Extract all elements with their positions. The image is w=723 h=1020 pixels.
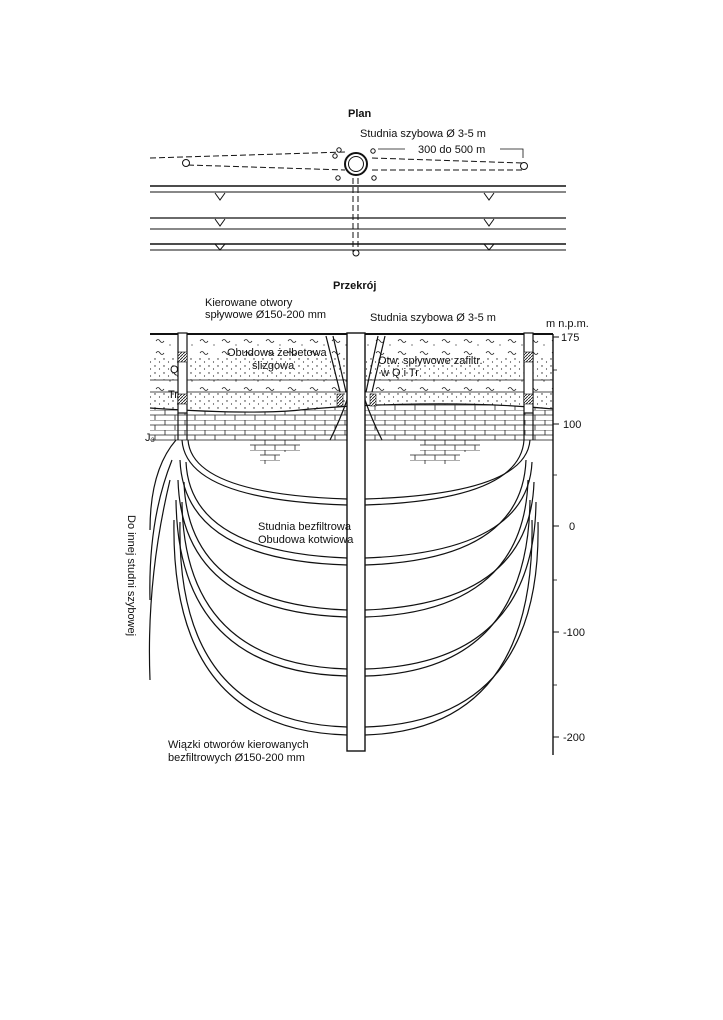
drain-label-2: w Q i Tr	[380, 367, 419, 379]
plan-well-right	[521, 163, 528, 170]
section-title: Przekrój	[333, 280, 376, 292]
axis-unit-label: m n.p.m.	[546, 318, 589, 330]
plan-well-bottom	[353, 250, 359, 256]
section-shaft-label: Studnia szybowa Ø 3-5 m	[370, 312, 496, 324]
elevation-axis: 175 100 0 -100 -200	[553, 332, 585, 755]
axis-tick-label: 0	[569, 521, 575, 533]
plan-shaft	[333, 148, 376, 180]
filterless-label-1: Studnia bezfiltrowa	[258, 521, 352, 533]
filterless-bundles	[149, 440, 538, 735]
lining-label-2: ślizgowa	[252, 360, 295, 372]
bundle-label-1: Wiązki otworów kierowanych	[168, 739, 309, 751]
directed-holes-label-2: spływowe Ø150-200 mm	[205, 309, 326, 321]
directed-holes-label-1: Kierowane otwory	[205, 297, 293, 309]
plan-well-left	[183, 160, 190, 167]
axis-tick-label: -200	[563, 732, 585, 744]
side-label: Do innej studni szybowej	[125, 515, 137, 636]
plan-spacing-label: 300 do 500 m	[418, 144, 485, 156]
plan-shaft-label: Studnia szybowa Ø 3-5 m	[360, 128, 486, 140]
axis-tick-label: 175	[561, 332, 579, 344]
plan-title: Plan	[348, 108, 372, 120]
bundle-label-2: bezfiltrowych Ø150-200 mm	[168, 752, 305, 764]
plan-parallel-lines	[150, 186, 566, 250]
layer-tr-label: Tr	[168, 389, 178, 401]
drain-label-1: Otw. spływowe zafiltr.	[378, 355, 483, 367]
plan-dashed-collectors	[150, 152, 522, 252]
lining-label-1: Obudowa żelbetowa	[227, 347, 328, 359]
layer-j3-label: J₃	[145, 432, 155, 444]
filterless-label-2: Obudowa kotwiowa	[258, 534, 354, 546]
axis-tick-label: 100	[563, 419, 581, 431]
axis-tick-label: -100	[563, 627, 585, 639]
